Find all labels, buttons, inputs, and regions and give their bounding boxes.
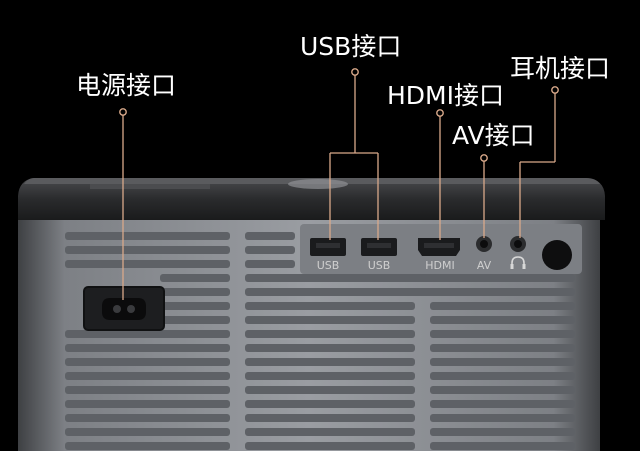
power-pin-right (127, 305, 135, 313)
callout-usb: USB接口 (300, 32, 402, 61)
leader-dots (119, 68, 559, 162)
usb-port-1-tongue (316, 243, 340, 248)
port-label-usb-1: USB (316, 259, 340, 272)
callout-power: 电源接口 (76, 71, 177, 100)
callout-av: AV接口 (452, 121, 535, 150)
headphone-jack-hole (514, 240, 522, 248)
dot-av (480, 154, 488, 162)
top-button (288, 179, 348, 189)
callout-headphone: 耳机接口 (510, 54, 611, 83)
top-text-strip (90, 184, 210, 189)
focus-knob (542, 240, 572, 270)
headphone-icon (510, 256, 526, 269)
port-label-av: AV (476, 259, 492, 272)
vent-grille (65, 232, 575, 450)
leader-lines (122, 72, 556, 300)
av-jack-hole (480, 240, 488, 248)
callout-hdmi: HDMI接口 (387, 81, 504, 110)
power-pin-left (113, 305, 121, 313)
dot-power (119, 108, 127, 116)
port-label-usb-2: USB (367, 259, 391, 272)
usb-port-2-tongue (367, 243, 391, 248)
port-label-hdmi: HDMI (425, 259, 455, 272)
dot-usb (351, 68, 359, 76)
hdmi-port-inner (424, 243, 454, 248)
power-socket-inner (102, 298, 146, 320)
dot-headphone (551, 86, 559, 94)
dot-hdmi (436, 109, 444, 117)
